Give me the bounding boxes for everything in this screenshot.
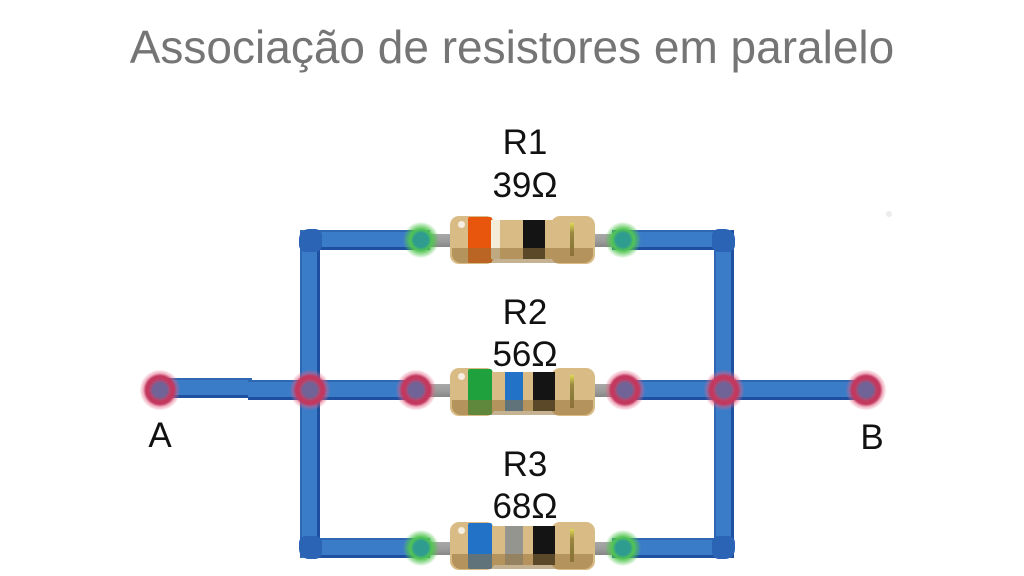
wire-corner-top-right[interactable] <box>712 229 735 252</box>
terminal-node-green[interactable] <box>605 222 641 258</box>
resistor-r2[interactable] <box>450 368 595 416</box>
resistor-highlight <box>458 527 465 534</box>
terminal-node-red[interactable] <box>605 370 645 410</box>
resistor-r1[interactable] <box>450 216 595 264</box>
terminal-label-b: B <box>860 418 884 457</box>
color-band-gold <box>570 529 574 562</box>
terminal-node-green[interactable] <box>605 530 641 566</box>
wire-corner-bottom-left[interactable] <box>299 536 322 559</box>
artifact-dot <box>886 211 892 217</box>
wire-mid-left[interactable] <box>248 380 418 400</box>
color-band-gold <box>570 375 574 408</box>
wire-top-left[interactable] <box>305 230 430 250</box>
color-band-2 <box>491 220 500 259</box>
resistor-value-r1: 39Ω <box>492 166 558 205</box>
page-title: Associação de resistores em paralelo <box>129 21 895 73</box>
resistor-value-r3: 68Ω <box>492 487 558 526</box>
wire-bottom-left[interactable] <box>305 538 430 558</box>
wire-corner-bottom-right[interactable] <box>712 536 735 559</box>
resistor-shadow <box>452 400 593 415</box>
resistor-name-r2: R2 <box>502 293 548 332</box>
wire-bottom-right[interactable] <box>612 538 729 558</box>
wire-top-right[interactable] <box>612 230 729 250</box>
wire-mid-right[interactable] <box>622 380 867 400</box>
color-band-gold <box>570 223 574 256</box>
terminal-node-a[interactable] <box>140 370 180 410</box>
resistor-highlight <box>458 373 465 380</box>
wire-terminal-a[interactable] <box>158 378 252 398</box>
terminal-label-a: A <box>148 416 172 455</box>
terminal-node-green[interactable] <box>403 530 439 566</box>
resistor-shadow <box>452 554 593 569</box>
wire-corner-top-left[interactable] <box>299 229 322 252</box>
resistor-value-r2: 56Ω <box>492 335 558 374</box>
terminal-node-red[interactable] <box>396 370 436 410</box>
resistor-shadow <box>452 248 593 263</box>
junction-node-right[interactable] <box>704 370 744 410</box>
resistor-name-r3: R3 <box>502 445 548 484</box>
resistor-highlight <box>458 221 465 228</box>
terminal-node-b[interactable] <box>846 370 886 410</box>
terminal-node-green[interactable] <box>403 222 439 258</box>
junction-node-left[interactable] <box>290 370 330 410</box>
resistor-r3[interactable] <box>450 522 595 570</box>
resistor-name-r1: R1 <box>502 123 548 162</box>
